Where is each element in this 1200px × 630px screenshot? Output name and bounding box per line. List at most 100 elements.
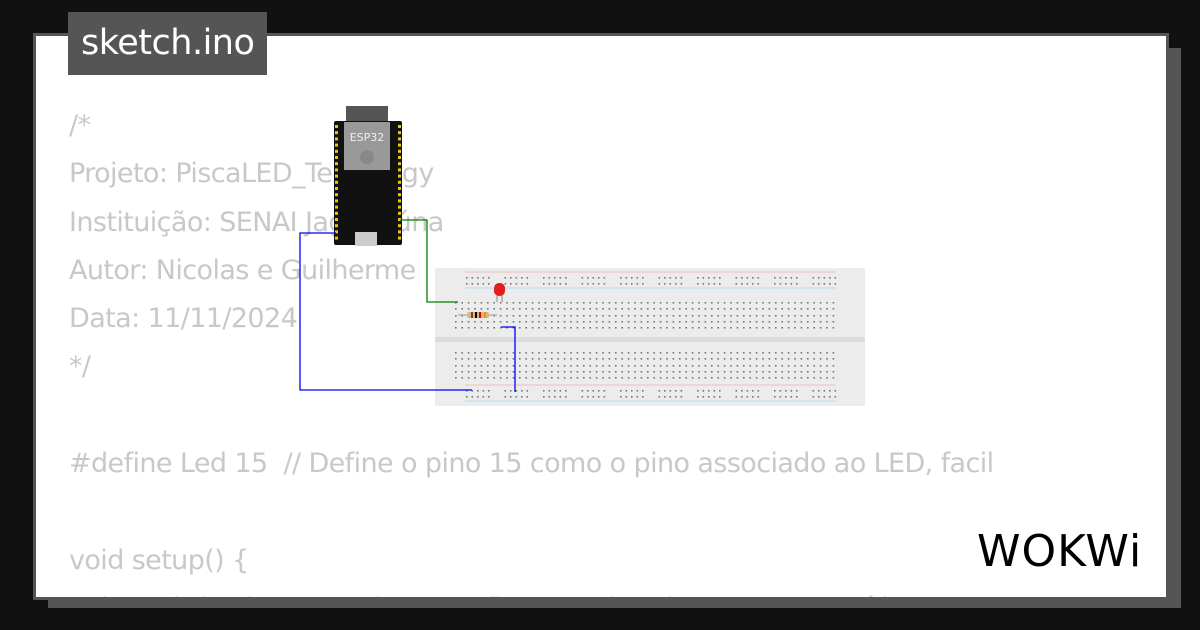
rail-hole xyxy=(823,390,826,392)
breadboard-hole xyxy=(762,371,764,373)
breadboard-hole xyxy=(634,377,636,379)
breadboard-hole xyxy=(794,352,796,354)
breadboard-hole xyxy=(704,365,707,367)
rail-hole xyxy=(834,396,837,398)
breadboard-hole xyxy=(672,365,675,367)
breadboard-hole xyxy=(666,358,668,360)
rail-hole xyxy=(774,277,776,279)
breadboard-hole xyxy=(826,371,828,373)
breadboard-hole xyxy=(832,365,835,367)
breadboard-hole xyxy=(647,365,649,367)
breadboard-hole xyxy=(723,377,726,379)
breadboard-hole xyxy=(653,371,655,373)
breadboard-hole xyxy=(595,302,598,304)
breadboard-hole xyxy=(519,327,521,329)
breadboard-hole xyxy=(544,365,547,367)
breadboard-hole xyxy=(576,365,579,367)
breadboard-hole xyxy=(627,371,630,373)
breadboard-hole xyxy=(807,371,809,373)
breadboard-hole xyxy=(538,371,540,373)
rail-hole xyxy=(669,283,672,285)
breadboard-hole xyxy=(563,358,566,360)
breadboard-hole xyxy=(467,352,470,354)
rail-hole xyxy=(680,277,683,279)
rail-hole xyxy=(548,396,551,398)
board-pin xyxy=(335,187,338,190)
breadboard-hole xyxy=(627,352,630,354)
rail-hole xyxy=(598,396,600,398)
breadboard-hole xyxy=(813,302,815,304)
breadboard-hole xyxy=(647,358,649,360)
breadboard-hole xyxy=(781,371,783,373)
breadboard-hole xyxy=(627,315,630,317)
breadboard-hole xyxy=(467,321,470,323)
rail-hole xyxy=(746,396,749,398)
rail-hole xyxy=(477,396,479,398)
breadboard-hole xyxy=(467,365,470,367)
rail-hole xyxy=(548,277,551,279)
rail-hole xyxy=(741,396,743,398)
breadboard-hole xyxy=(608,365,611,367)
breadboard-hole xyxy=(570,377,572,379)
breadboard-hole xyxy=(455,302,457,304)
breadboard-hole xyxy=(832,315,835,317)
rail-hole xyxy=(543,277,545,279)
rail-hole xyxy=(477,283,479,285)
rail-hole xyxy=(559,277,562,279)
rail-hole xyxy=(735,283,738,285)
breadboard-hole xyxy=(826,358,828,360)
rail-hole xyxy=(741,390,743,392)
rail-hole xyxy=(587,396,589,398)
breadboard-hole xyxy=(640,358,643,360)
breadboard-hole xyxy=(525,315,527,317)
breadboard-hole xyxy=(525,327,527,329)
breadboard-hole xyxy=(557,377,559,379)
wire-signal xyxy=(400,219,458,303)
rail-hole xyxy=(636,277,639,279)
breadboard-hole xyxy=(499,327,502,329)
breadboard-hole xyxy=(749,371,751,373)
breadboard-hole xyxy=(755,302,758,304)
breadboard-hole xyxy=(832,302,835,304)
breadboard-hole xyxy=(634,327,636,329)
breadboard-hole xyxy=(749,302,751,304)
breadboard-hole xyxy=(807,352,809,354)
rail-hole xyxy=(741,277,743,279)
breadboard-hole xyxy=(480,302,483,304)
breadboard-hole xyxy=(749,315,751,317)
rail-hole xyxy=(675,277,677,279)
breadboard-hole xyxy=(551,365,553,367)
breadboard-hole xyxy=(647,302,649,304)
rail-hole xyxy=(757,283,760,285)
breadboard-hole xyxy=(666,371,668,373)
rail-hole xyxy=(719,283,721,285)
rail-hole xyxy=(631,396,633,398)
rail-hole xyxy=(515,277,518,279)
board-pin xyxy=(398,193,401,197)
rail-hole xyxy=(829,283,831,285)
breadboard-hole xyxy=(768,358,771,360)
rail-hole xyxy=(697,396,699,398)
rail-hole xyxy=(631,283,633,285)
breadboard-hole xyxy=(730,365,732,367)
wokwi-logo: WOKWi xyxy=(977,526,1143,577)
breadboard-hole xyxy=(672,377,675,379)
breadboard-hole xyxy=(608,302,611,304)
breadboard-hole xyxy=(493,358,495,360)
breadboard-hole xyxy=(525,302,527,304)
breadboard-hole xyxy=(512,302,515,304)
breadboard-hole xyxy=(589,371,591,373)
breadboard-hole xyxy=(627,302,630,304)
breadboard-hole xyxy=(826,315,828,317)
breadboard-hole xyxy=(807,365,809,367)
breadboard-hole xyxy=(832,321,835,323)
breadboard-hole xyxy=(819,308,822,310)
breadboard-hole xyxy=(467,308,470,310)
breadboard-hole xyxy=(615,358,617,360)
rail-hole xyxy=(488,396,490,398)
rail-hole xyxy=(543,390,545,392)
breadboard-hole xyxy=(819,327,822,329)
rail-hole xyxy=(746,390,749,392)
board-pin xyxy=(335,125,338,128)
breadboard-hole xyxy=(461,321,463,323)
